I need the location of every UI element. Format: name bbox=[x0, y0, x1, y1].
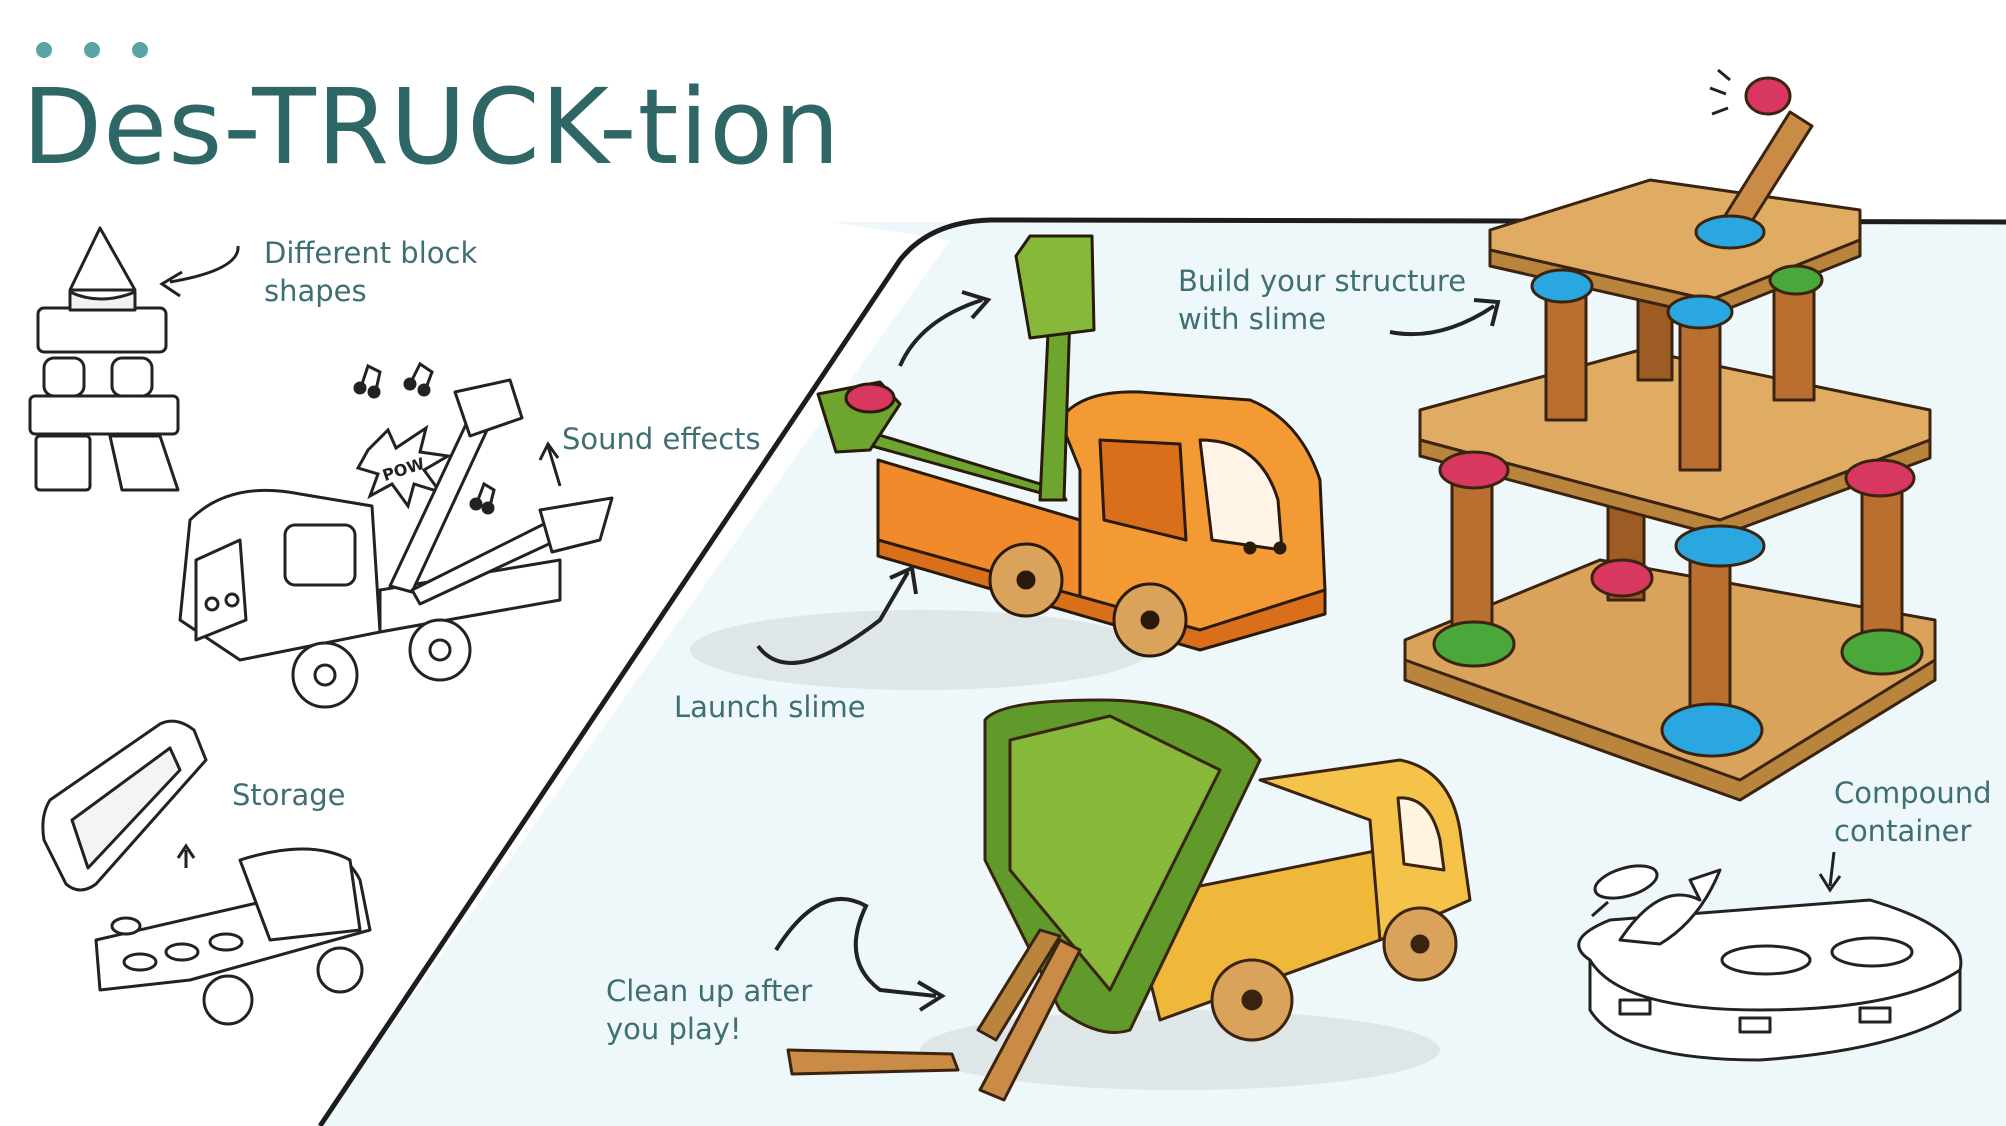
label-storage: Storage bbox=[232, 778, 346, 812]
arrow-head bbox=[961, 290, 992, 320]
arrow-head bbox=[916, 980, 946, 1012]
label-launch-slime: Launch slime bbox=[674, 690, 866, 724]
music-note-icon bbox=[353, 361, 496, 515]
arrow-head bbox=[1818, 873, 1842, 893]
arrow-icon bbox=[774, 897, 937, 998]
yellow-dump-truck bbox=[786, 698, 1472, 1102]
table-edge bbox=[317, 217, 2006, 1126]
impact-lines bbox=[1709, 68, 1731, 116]
arrow-icon bbox=[1828, 851, 1836, 887]
arrow-icon bbox=[1591, 900, 1609, 918]
label-build-structure: Build your structure with slime bbox=[1178, 264, 1467, 336]
arrow-head bbox=[159, 270, 183, 298]
arrow-head bbox=[1473, 298, 1501, 327]
arrow-head bbox=[889, 565, 918, 595]
page-title: Des-TRUCK-tion bbox=[22, 66, 841, 188]
arrow-head bbox=[538, 441, 560, 461]
storage-sketch bbox=[41, 719, 372, 1026]
label-sound-effects: Sound effects bbox=[562, 422, 761, 456]
dot bbox=[84, 42, 100, 58]
dot bbox=[36, 42, 52, 58]
dot bbox=[132, 42, 148, 58]
compound-container-sketch bbox=[1577, 864, 1963, 1062]
arrow-icon bbox=[169, 245, 240, 284]
arrow-icon bbox=[756, 570, 910, 665]
orange-launcher-truck bbox=[690, 234, 1327, 690]
label-clean-up: Clean up after you play! bbox=[606, 974, 813, 1046]
excavator-truck-sketch bbox=[178, 378, 614, 709]
decorative-dots bbox=[36, 42, 148, 58]
block-tower-sketch bbox=[28, 226, 180, 492]
label-compound-container: Compound container bbox=[1834, 776, 1992, 848]
arrow-icon bbox=[898, 298, 983, 367]
slime-block-structure bbox=[1403, 76, 1937, 802]
arrow-icon bbox=[1389, 304, 1496, 337]
arrow-icon bbox=[546, 445, 562, 487]
arrow-head bbox=[176, 843, 196, 859]
label-block-shapes: Different block shapes bbox=[264, 236, 478, 308]
